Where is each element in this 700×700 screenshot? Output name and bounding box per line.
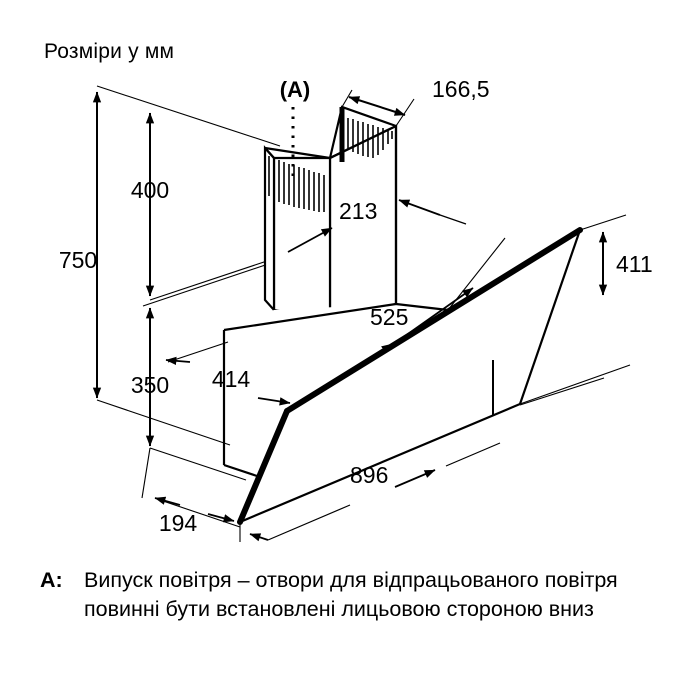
rear-wall-louvers: [268, 156, 325, 212]
dimension-896-label: 896: [350, 462, 388, 488]
dimension-194-label: 194: [159, 510, 198, 536]
dimension-400-label: 400: [131, 177, 169, 203]
dimension-411-label: 411: [616, 251, 653, 277]
chimney-duct: [272, 107, 398, 323]
dimension-525-label: 525: [370, 304, 408, 330]
dimension-525: [329, 287, 474, 387]
hood-body: [222, 302, 449, 479]
dimension-896: [249, 442, 501, 542]
glass-panel: [237, 227, 583, 525]
dimension-414-label: 414: [212, 366, 251, 392]
chimney-top-louvers: [347, 118, 393, 158]
dimension-194: [154, 496, 235, 523]
footnote-key: A:: [40, 568, 63, 592]
dimension-414: [165, 356, 291, 406]
dimension-166-5: [348, 96, 406, 116]
dimension-166-5-label: 166,5: [432, 76, 490, 102]
footnote-text: Випуск повітря – отвори для відпрацьован…: [84, 568, 618, 621]
rear-wall-rim: [264, 146, 331, 160]
dimension-350-label: 350: [131, 372, 169, 398]
dimension-213-leaders: [287, 199, 467, 253]
footnote: A: Випуск повітря – отвори для відпрацьо…: [40, 566, 680, 623]
dimension-213-label: 213: [339, 198, 377, 224]
dimension-750-label: 750: [59, 247, 97, 273]
callout-a-label: (A): [280, 77, 311, 102]
page-title: Розміри у мм: [44, 40, 175, 63]
